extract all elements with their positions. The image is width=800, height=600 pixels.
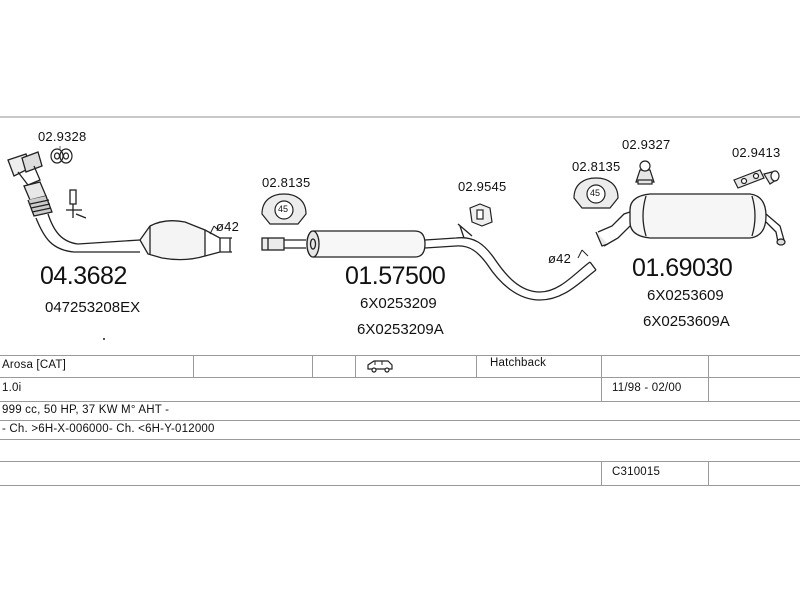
table-divider: [0, 420, 800, 421]
clip-02-9327-drawing: [635, 160, 655, 185]
fitting-code: 02.9413: [732, 145, 781, 160]
table-divider: [0, 401, 800, 402]
table-col-divider: [708, 377, 709, 401]
mount-size-label: 45: [590, 188, 601, 198]
rubber-mount-02-8135-part3-drawing: [573, 177, 619, 209]
table-divider: [0, 377, 800, 378]
marker-dot: [103, 338, 105, 340]
table-col-divider: [355, 355, 356, 377]
hanger-02-9413-drawing: [733, 169, 780, 189]
production-period: 11/98 - 02/00: [612, 382, 682, 394]
oem-number: 6X0253209: [360, 295, 437, 312]
rear-silencer-drawing: [595, 193, 786, 247]
engine-details: 999 cc, 50 HP, 37 KW M° AHT -: [2, 404, 170, 416]
vehicle-model: Arosa [CAT]: [2, 359, 66, 371]
fitting-code: 02.9327: [622, 137, 671, 152]
car-icon: [366, 359, 394, 377]
pipe-diameter-label: ø42: [216, 219, 240, 234]
fitting-code: 02.8135: [572, 159, 621, 174]
mount-size-label: 45: [278, 204, 289, 214]
part-number: 01.69030: [632, 254, 733, 282]
table-divider: [0, 485, 800, 486]
table-divider: [0, 461, 800, 462]
fitting-code: 02.8135: [262, 175, 311, 190]
table-divider: [0, 439, 800, 440]
diameter-arrow-1: [209, 225, 219, 235]
hanger-02-9545-drawing: [469, 203, 493, 227]
reference-code: C310015: [612, 466, 661, 478]
chassis-range: - Ch. >6H-X-006000- Ch. <6H-Y-012000: [2, 423, 215, 435]
table-col-divider: [708, 461, 709, 485]
table-col-divider: [601, 461, 602, 485]
oem-number: 047253208EX: [45, 299, 141, 316]
engine: 1.0i: [2, 382, 22, 394]
pipe-diameter-label: ø42: [548, 251, 572, 266]
part-number: 01.57500: [345, 262, 446, 290]
body-type: Hatchback: [490, 357, 547, 369]
clamp-02-9328-drawing: [50, 148, 73, 164]
catalytic-converter-drawing: [7, 151, 232, 261]
table-col-divider: [601, 377, 602, 401]
table-divider: [0, 355, 800, 356]
oem-number: 6X0253609A: [643, 313, 730, 330]
table-col-divider: [601, 355, 602, 377]
oem-number: 6X0253209A: [357, 321, 444, 338]
oem-number: 6X0253609: [647, 287, 724, 304]
table-col-divider: [193, 355, 194, 377]
fitting-code: 02.9545: [458, 179, 507, 194]
fitting-code: 02.9328: [38, 129, 87, 144]
middle-silencer-drawing: [261, 223, 597, 301]
rubber-mount-02-8135-drawing: [261, 193, 307, 225]
table-col-divider: [708, 355, 709, 377]
diameter-arrow-2: [577, 249, 589, 259]
part-number: 04.3682: [40, 262, 127, 290]
table-col-divider: [312, 355, 313, 377]
table-col-divider: [476, 355, 477, 377]
